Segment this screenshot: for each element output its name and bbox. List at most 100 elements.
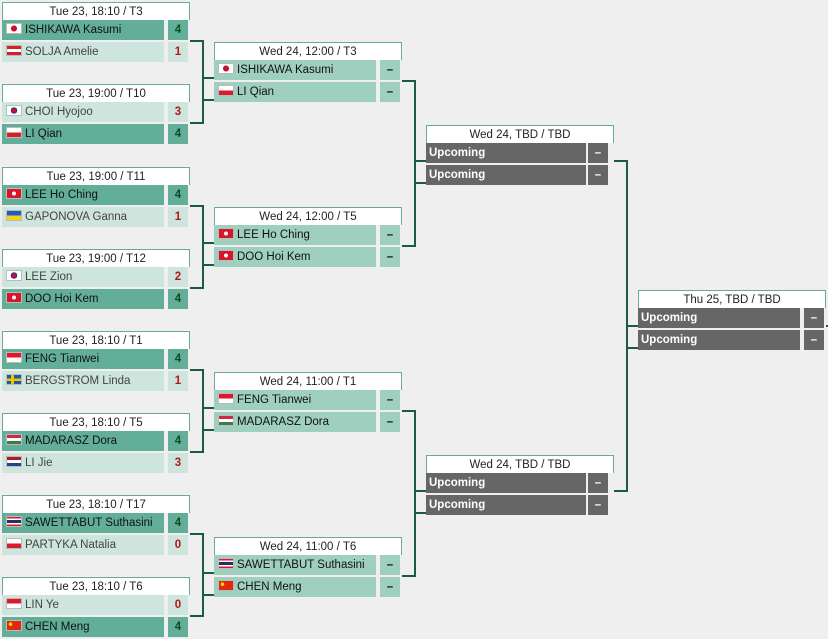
player-cell[interactable]: LI Qian xyxy=(2,124,164,144)
score-cell: – xyxy=(380,247,400,267)
match-header: Wed 24, 11:00 / T1 xyxy=(214,372,402,390)
player-cell[interactable]: GAPONOVA Ganna xyxy=(2,207,164,227)
match-header: Tue 23, 19:00 / T10 xyxy=(2,84,190,102)
player-cell[interactable]: SAWETTABUT Suthasini xyxy=(214,555,376,575)
player-cell[interactable]: BERGSTROM Linda xyxy=(2,371,164,391)
player-row[interactable]: LEE Ho Ching 4 xyxy=(2,185,190,205)
player-name: PARTYKA Natalia xyxy=(25,539,116,551)
bracket-connector xyxy=(414,182,426,184)
player-row[interactable]: CHEN Meng– xyxy=(214,577,402,597)
player-row[interactable]: DOO Hoi Kem– xyxy=(214,247,402,267)
player-cell[interactable]: LI Jie xyxy=(2,453,164,473)
player-cell[interactable]: CHEN Meng xyxy=(214,577,376,597)
player-cell[interactable]: CHOI Hyojoo xyxy=(2,102,164,122)
player-row[interactable]: FENG Tianwei 4 xyxy=(2,349,190,369)
player-cell[interactable]: Upcoming xyxy=(426,165,586,185)
score-cell: – xyxy=(588,495,608,515)
player-cell[interactable]: LEE Ho Ching xyxy=(214,225,376,245)
player-cell[interactable]: FENG Tianwei xyxy=(2,349,164,369)
player-cell[interactable]: DOO Hoi Kem xyxy=(214,247,376,267)
player-row[interactable]: ISHIKAWA Kasumi– xyxy=(214,60,402,80)
hong-kong-flag-icon xyxy=(218,250,234,261)
player-cell[interactable]: Upcoming xyxy=(638,308,800,328)
bracket-connector xyxy=(202,429,214,431)
player-name: FENG Tianwei xyxy=(25,353,100,365)
player-name: ISHIKAWA Kasumi xyxy=(237,64,334,76)
player-name: LEE Ho Ching xyxy=(25,189,98,201)
player-row[interactable]: Upcoming– xyxy=(638,308,826,328)
score-cell: 4 xyxy=(168,349,188,369)
player-name: Upcoming xyxy=(641,334,698,346)
player-row[interactable]: Upcoming– xyxy=(426,143,614,163)
player-cell[interactable]: Upcoming xyxy=(638,330,800,350)
player-row[interactable]: SAWETTABUT Suthasini– xyxy=(214,555,402,575)
player-cell[interactable]: Upcoming xyxy=(426,473,586,493)
player-name: LEE Zion xyxy=(25,271,73,283)
player-cell[interactable]: ISHIKAWA Kasumi xyxy=(2,20,164,40)
player-cell[interactable]: CHEN Meng xyxy=(2,617,164,637)
player-row[interactable]: Upcoming– xyxy=(638,330,826,350)
player-cell[interactable]: LEE Zion xyxy=(2,267,164,287)
player-name: MADARASZ Dora xyxy=(25,435,118,447)
hungary-flag-icon xyxy=(6,434,22,445)
bracket-connector xyxy=(190,205,202,207)
player-cell[interactable]: SAWETTABUT Suthasini xyxy=(2,513,164,533)
player-cell[interactable]: LIN Ye xyxy=(2,595,164,615)
player-cell[interactable]: LEE Ho Ching xyxy=(2,185,164,205)
player-cell[interactable]: ISHIKAWA Kasumi xyxy=(214,60,376,80)
score-cell: 4 xyxy=(168,185,188,205)
bracket-connector xyxy=(626,325,638,327)
sweden-flag-icon xyxy=(6,374,22,385)
bracket-connector xyxy=(202,40,204,124)
player-row[interactable]: LEE Ho Ching– xyxy=(214,225,402,245)
player-cell[interactable]: Upcoming xyxy=(426,143,586,163)
score-cell: – xyxy=(380,412,400,432)
player-cell[interactable]: PARTYKA Natalia xyxy=(2,535,164,555)
player-row[interactable]: Upcoming– xyxy=(426,473,614,493)
player-name: CHOI Hyojoo xyxy=(25,106,93,118)
player-cell[interactable]: LI Qian xyxy=(214,82,376,102)
player-row[interactable]: MADARASZ Dora– xyxy=(214,412,402,432)
player-cell[interactable]: Upcoming xyxy=(426,495,586,515)
player-cell[interactable]: DOO Hoi Kem xyxy=(2,289,164,309)
score-cell: 4 xyxy=(168,617,188,637)
player-row[interactable]: Upcoming– xyxy=(426,165,614,185)
player-cell[interactable]: MADARASZ Dora xyxy=(2,431,164,451)
player-row[interactable]: FENG Tianwei– xyxy=(214,390,402,410)
player-cell[interactable]: MADARASZ Dora xyxy=(214,412,376,432)
player-cell[interactable]: SOLJA Amelie xyxy=(2,42,164,62)
player-cell[interactable]: FENG Tianwei xyxy=(214,390,376,410)
match-header: Tue 23, 18:10 / T6 xyxy=(2,577,190,595)
player-row[interactable]: LI Qian– xyxy=(214,82,402,102)
player-row[interactable]: Upcoming– xyxy=(426,495,614,515)
